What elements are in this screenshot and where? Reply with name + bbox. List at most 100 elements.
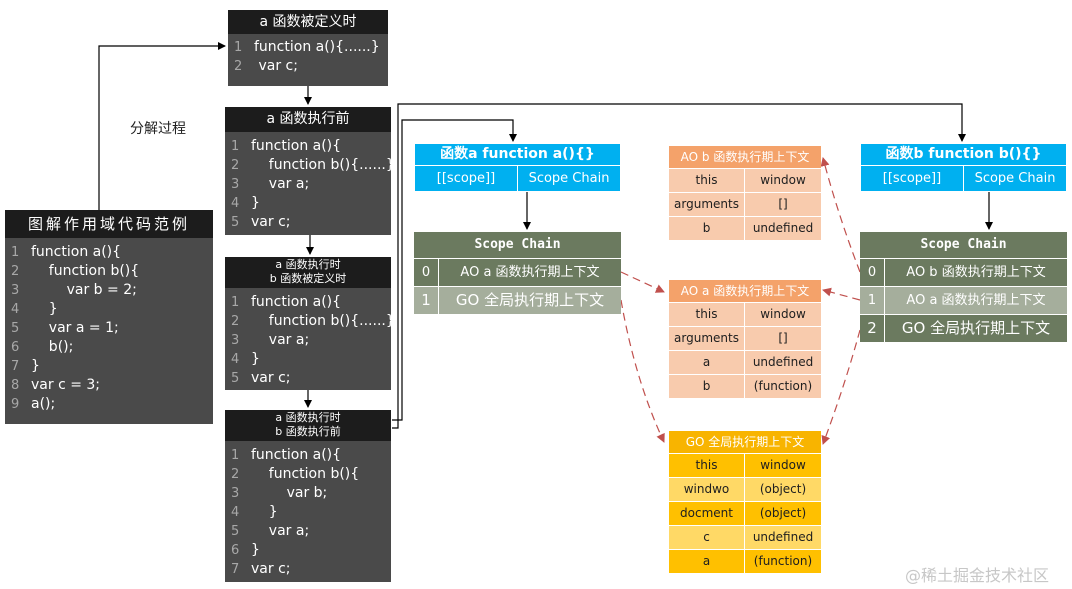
line-number: 5 <box>231 215 240 230</box>
context-key: a <box>669 550 744 573</box>
code-line: 2 function b(){......} <box>225 312 395 331</box>
context-row: windwo(object) <box>669 478 821 501</box>
line-number: 3 <box>231 177 240 192</box>
context-value: undefined <box>745 526 821 549</box>
fn-b-title: 函数b function b(){} <box>860 143 1067 165</box>
row-value: AO a 函数执行期上下文 <box>906 293 1046 308</box>
fn-b-box: 函数b function b(){} [[scope]] Scope Chain <box>860 143 1067 192</box>
context-value: undefined <box>745 217 821 240</box>
context-value: (object) <box>745 502 821 525</box>
scope-chain-b-row: 1 AO a 函数执行期上下文 <box>860 286 1067 314</box>
line-text: var b = 2; <box>31 282 137 298</box>
context-row: a(function) <box>669 550 821 573</box>
line-text: a(); <box>31 396 56 412</box>
code-line: 2 function b(){......} <box>225 156 395 175</box>
row-index: 2 <box>860 315 885 342</box>
line-number: 4 <box>231 196 240 211</box>
context-key: this <box>669 303 744 326</box>
scope-chain-b-row: 2 GO 全局执行期上下文 <box>860 314 1067 342</box>
line-text: function b(){......} <box>251 313 395 329</box>
context-key: arguments <box>669 193 744 216</box>
line-text: } <box>31 301 58 317</box>
context-value: (object) <box>745 478 821 501</box>
context-key: this <box>669 169 744 192</box>
context-value: (function) <box>745 375 821 398</box>
ref-b2-go <box>821 329 861 445</box>
line-number: 1 <box>234 40 243 55</box>
line-number: 7 <box>231 562 240 577</box>
code-line: 1 function a(){ <box>225 293 391 312</box>
code-line: 4} <box>225 194 391 213</box>
line-number: 1 <box>231 295 240 310</box>
scope-chain-b-title: Scope Chain <box>860 232 1067 258</box>
scope-chain-a-row: 0 AO a 函数执行期上下文 <box>414 258 621 286</box>
code-line: 4 } <box>5 300 213 319</box>
context-row: b(function) <box>669 375 821 398</box>
context-key: b <box>669 375 744 398</box>
ref-b0-ao-b <box>820 157 861 273</box>
line-number: 4 <box>231 352 240 367</box>
context-value: [] <box>745 193 821 216</box>
panel-a-exec-b-exec-title: a 函数执行时 b 函数执行前 <box>225 410 391 441</box>
title-line-1: a 函数执行时 <box>275 411 341 424</box>
line-text: var a; <box>251 176 310 192</box>
line-number: 3 <box>231 333 240 348</box>
context-key: a <box>669 351 744 374</box>
context-value: undefined <box>745 351 821 374</box>
context-row: arguments[] <box>669 327 821 350</box>
ao-b-title: AO b 函数执行期上下文 <box>669 146 821 168</box>
line-number: 3 <box>231 486 240 501</box>
line-text: } <box>251 351 260 367</box>
ref-b1-ao-a <box>822 287 861 301</box>
code-line: 5 var a = 1; <box>5 319 213 338</box>
context-key: c <box>669 526 744 549</box>
arrow-to-fn-b <box>392 103 966 429</box>
line-text: b(); <box>31 339 74 355</box>
title-line-1: a 函数执行时 <box>275 258 341 271</box>
code-line: 6 b(); <box>5 338 213 357</box>
context-value: (function) <box>745 550 821 573</box>
code-line: 3 var b; <box>225 484 391 503</box>
line-text: } <box>31 358 40 374</box>
context-key: b <box>669 217 744 240</box>
line-text: function a(){ <box>251 447 342 463</box>
watermark: @稀土掘金技术社区 <box>905 566 1050 585</box>
code-line: 3 var a; <box>225 175 391 194</box>
context-key: docment <box>669 502 744 525</box>
line-text: function b(){ <box>251 466 360 482</box>
line-text: function a(){ <box>251 294 342 310</box>
line-text: var c = 3; <box>31 377 101 393</box>
line-number: 5 <box>231 371 240 386</box>
code-line: 4 } <box>225 503 391 522</box>
code-line: 4} <box>225 350 391 369</box>
line-number: 2 <box>234 59 243 74</box>
fn-a-scope-key: [[scope]] <box>415 166 518 191</box>
line-number: 8 <box>11 378 20 393</box>
context-key: arguments <box>669 327 744 350</box>
line-text: var c; <box>251 561 291 577</box>
code-line: 7} <box>5 357 213 376</box>
panel-a-defined-title: a 函数被定义时 <box>228 10 388 34</box>
line-text: } <box>251 504 278 520</box>
ao-a-title: AO a 函数执行期上下文 <box>669 280 821 302</box>
context-value: window <box>745 303 821 326</box>
ref-a1-go <box>620 299 665 443</box>
row-value: AO a 函数执行期上下文 <box>460 265 600 280</box>
code-line: 3 var a; <box>225 331 391 350</box>
